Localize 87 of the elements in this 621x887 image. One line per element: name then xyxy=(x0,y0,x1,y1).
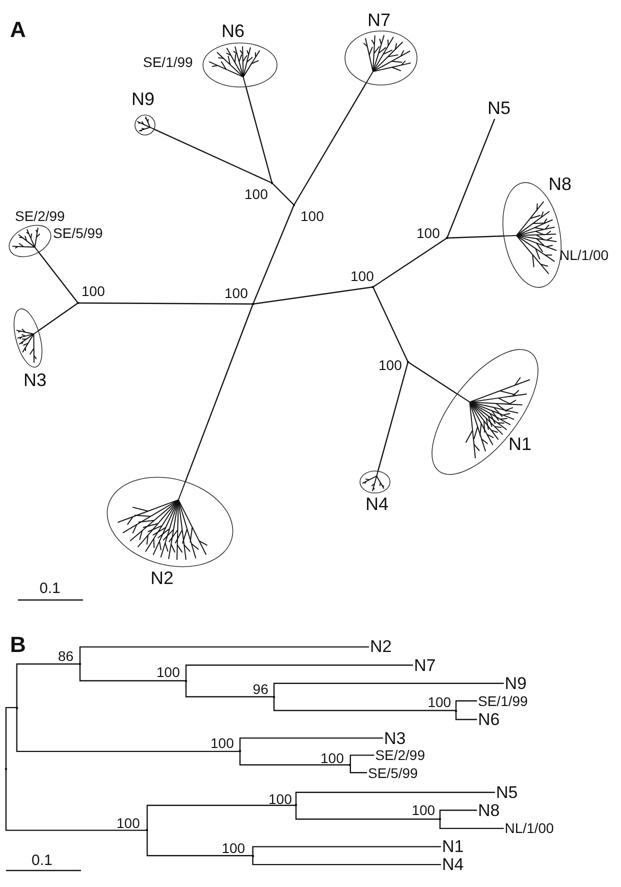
taxon-label: N8 xyxy=(478,802,500,819)
taxon-label: N9 xyxy=(132,90,155,108)
tree-branch xyxy=(252,286,374,305)
panel-letter: B xyxy=(10,634,26,656)
taxon-label: N5 xyxy=(488,99,511,117)
tree-branch xyxy=(273,696,456,712)
bootstrap-value: 100 xyxy=(222,840,246,855)
tree-branch xyxy=(78,302,253,305)
taxon-label: N1 xyxy=(442,838,464,856)
bootstrap-value: 100 xyxy=(320,750,344,765)
scale-label: 0.1 xyxy=(40,580,60,596)
taxon-label: SE/2/99 xyxy=(375,748,426,762)
bootstrap-value: 86 xyxy=(58,649,74,664)
bootstrap-value: 100 xyxy=(350,269,374,283)
bootstrap-value: 100 xyxy=(428,694,452,709)
tree-branch xyxy=(377,362,409,472)
taxon-label: SE/5/99 xyxy=(53,226,103,240)
taxon-label: N5 xyxy=(496,784,518,801)
taxon-label: SE/1/99 xyxy=(143,55,193,69)
tree-branch xyxy=(350,764,367,774)
panel-letter: A xyxy=(10,19,26,41)
tree-branch xyxy=(5,768,148,831)
tree-branch xyxy=(350,754,374,765)
taxon-label: N1 xyxy=(508,435,532,453)
tree-branch xyxy=(5,706,17,769)
scale-label: 0.1 xyxy=(32,852,52,868)
taxon-label: SE/2/99 xyxy=(15,209,65,223)
tree-branch xyxy=(295,805,440,820)
taxon-label: N2 xyxy=(150,569,174,587)
taxon-label: N6 xyxy=(222,22,245,40)
taxon-label: N8 xyxy=(548,175,572,193)
tree-branch xyxy=(146,804,296,830)
taxon-label: N6 xyxy=(478,710,500,728)
tree-branch xyxy=(439,810,477,820)
tree-branch xyxy=(239,737,383,752)
tree-branch xyxy=(439,819,504,830)
taxon-label: NL/1/00 xyxy=(560,248,609,262)
tree-branch xyxy=(252,856,441,866)
taxon-label: N4 xyxy=(442,856,464,874)
bootstrap-value: 100 xyxy=(82,284,105,298)
tree-branch xyxy=(154,128,272,184)
tree-branch xyxy=(252,204,295,304)
tree-branch xyxy=(293,82,367,206)
taxon-label: NL/1/00 xyxy=(504,821,554,836)
tree-branch xyxy=(16,708,240,752)
tree-branch xyxy=(272,182,294,206)
tree-branch xyxy=(38,252,78,304)
tree-branch xyxy=(245,86,273,184)
tree-branch xyxy=(446,118,496,238)
tree-branch xyxy=(239,751,350,766)
tree-branch xyxy=(446,235,504,239)
tree-branch xyxy=(273,682,504,697)
taxon-label: N3 xyxy=(24,371,47,389)
taxon-label: N3 xyxy=(384,730,406,747)
bootstrap-value: 100 xyxy=(416,226,440,240)
taxon-label: N7 xyxy=(368,11,391,29)
bootstrap-value: 100 xyxy=(300,209,324,223)
taxon-label: N2 xyxy=(370,638,392,656)
bootstrap-value: 100 xyxy=(224,286,248,300)
tree-branch xyxy=(408,362,458,394)
bootstrap-value: 100 xyxy=(244,187,268,201)
bootstrap-value: 100 xyxy=(210,736,234,750)
tree-branch xyxy=(79,646,369,664)
tree-branch xyxy=(455,700,477,711)
tree-branch xyxy=(79,664,186,682)
tree-branch xyxy=(372,286,409,362)
bootstrap-value: 100 xyxy=(116,816,140,830)
taxon-label: N9 xyxy=(504,674,527,692)
taxon-label: SE/5/99 xyxy=(368,766,418,780)
tree-branch xyxy=(372,238,448,288)
bootstrap-value: 96 xyxy=(252,682,268,696)
tree-branch xyxy=(252,846,441,856)
taxon-label: N4 xyxy=(366,495,389,513)
tree-branch xyxy=(455,710,477,720)
tree-branch xyxy=(146,830,253,856)
tree-branch xyxy=(38,302,78,332)
bootstrap-value: 100 xyxy=(378,358,402,372)
tree-branch xyxy=(295,792,495,806)
tree-branch xyxy=(185,680,274,698)
tree-branch xyxy=(185,664,413,681)
tree-branch xyxy=(16,663,80,708)
bootstrap-value: 100 xyxy=(156,665,180,680)
bootstrap-value: 100 xyxy=(412,802,436,817)
taxon-label: N7 xyxy=(414,656,436,674)
tree-branch xyxy=(184,304,254,482)
taxon-label: SE/1/99 xyxy=(478,694,528,708)
bootstrap-value: 100 xyxy=(268,792,292,806)
